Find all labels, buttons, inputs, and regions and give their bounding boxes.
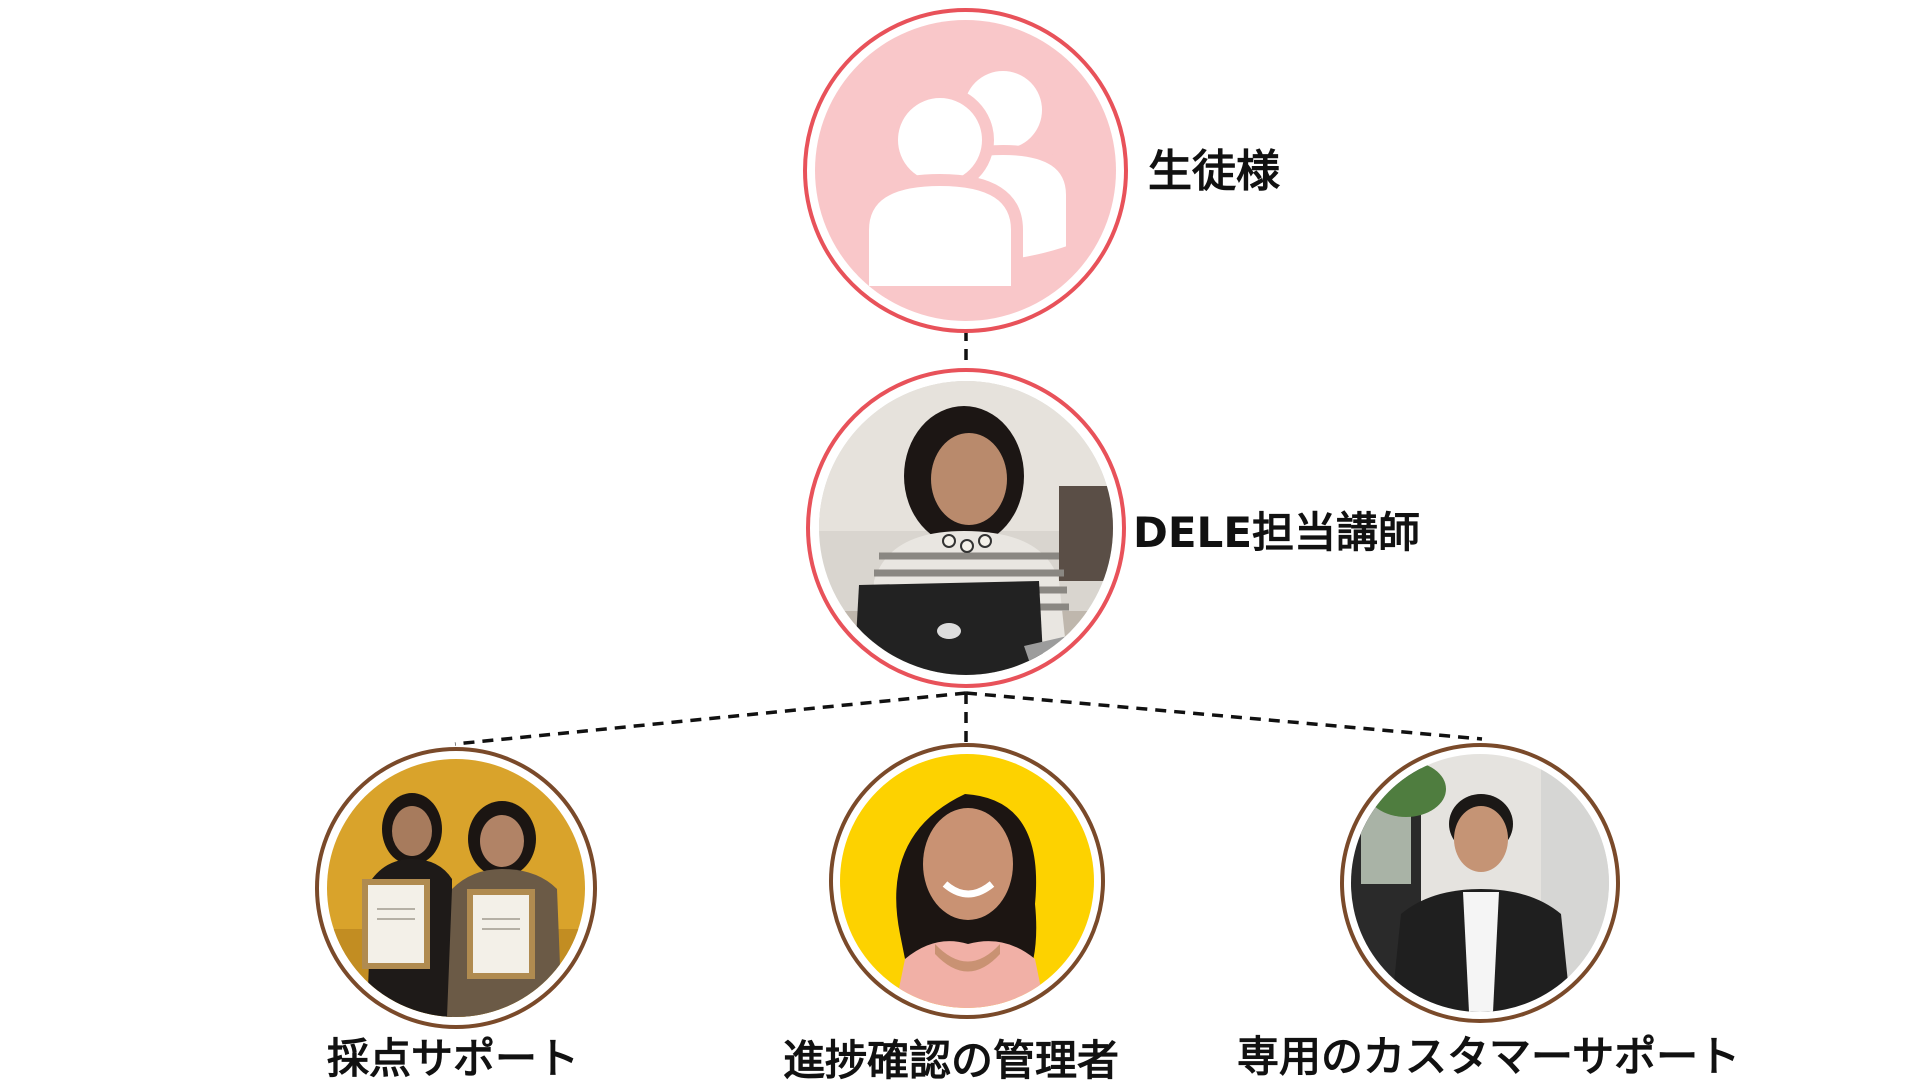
grading-staff-photo <box>327 759 585 1017</box>
customer-label: 専用のカスタマーサポート <box>1237 1032 1741 1080</box>
connector-teacher-grading <box>454 691 967 746</box>
progress-label: 進捗確認の管理者 <box>783 1036 1120 1080</box>
progress-node <box>829 743 1105 1019</box>
teacher-photo <box>819 381 1113 675</box>
connector-teacher-customer <box>965 691 1483 741</box>
student-node <box>803 8 1128 333</box>
grading-label: 採点サポート <box>327 1034 580 1080</box>
users-icon <box>857 61 1076 298</box>
customer-support-photo <box>1351 754 1609 1012</box>
teacher-label: DELE担当講師 <box>1133 508 1421 557</box>
student-label: 生徒様 <box>1148 146 1280 197</box>
customer-node <box>1340 743 1620 1023</box>
progress-manager-photo <box>840 754 1094 1008</box>
grading-node <box>315 747 597 1029</box>
teacher-node <box>806 368 1126 688</box>
